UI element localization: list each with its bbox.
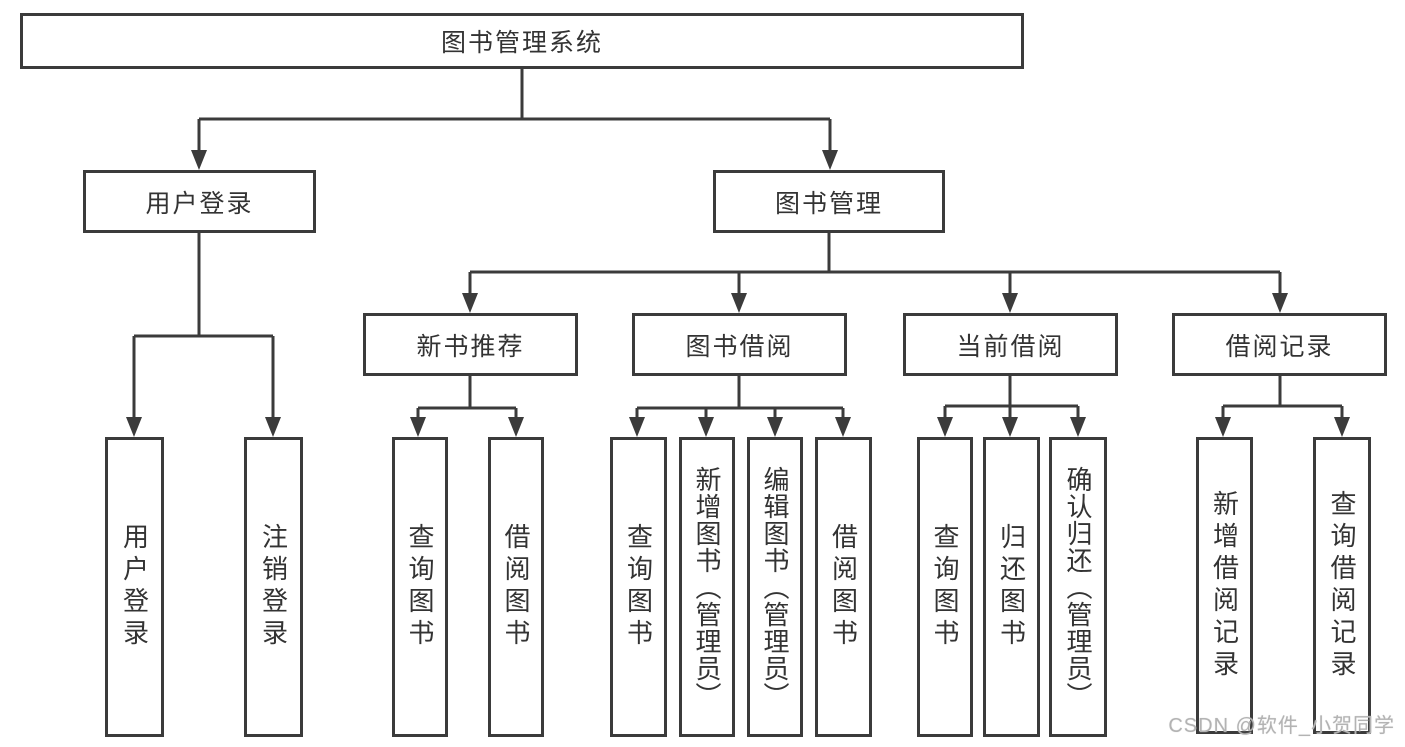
leaf-borrow-books: 借阅图书 (815, 437, 872, 737)
node-library-system: 图书管理系统 (20, 13, 1024, 69)
node-user-login: 用户登录 (83, 170, 316, 233)
leaf-confirm-return-admin: 确认归还（管理员） (1049, 437, 1107, 737)
node-new-book-recommend: 新书推荐 (363, 313, 578, 376)
leaf-add-borrow-record: 新增借阅记录 (1196, 437, 1253, 734)
leaf-query-books: 查询图书 (392, 437, 448, 737)
leaf-logout: 注销登录 (244, 437, 303, 737)
leaf-query-borrow-record: 查询借阅记录 (1313, 437, 1371, 734)
node-borrow-records: 借阅记录 (1172, 313, 1387, 376)
node-book-borrow: 图书借阅 (632, 313, 847, 376)
leaf-edit-book-admin: 编辑图书（管理员） (747, 437, 803, 737)
leaf-query-books: 查询图书 (917, 437, 973, 737)
leaf-add-book-admin: 新增图书（管理员） (679, 437, 735, 737)
leaf-return-book: 归还图书 (983, 437, 1040, 737)
leaf-user-login: 用户登录 (105, 437, 164, 737)
leaf-query-books: 查询图书 (610, 437, 667, 737)
leaf-borrow-books: 借阅图书 (488, 437, 544, 737)
csdn-watermark: CSDN @软件_小贺同学 (1168, 715, 1395, 737)
node-current-borrow: 当前借阅 (903, 313, 1118, 376)
node-book-management: 图书管理 (713, 170, 945, 233)
